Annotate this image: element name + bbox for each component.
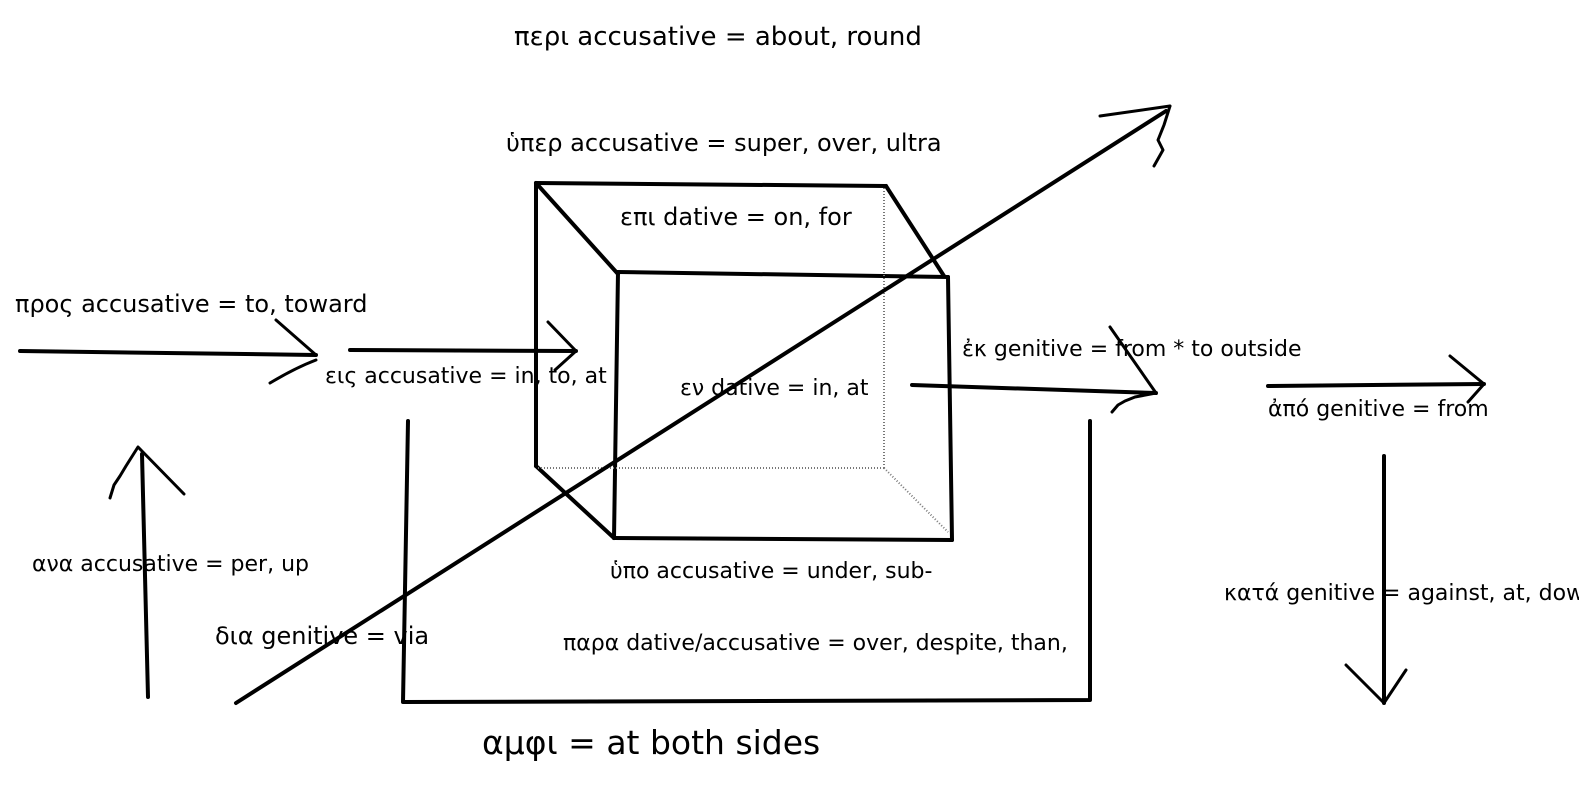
pros-arrow (18, 318, 318, 385)
en-label: εν dative = in, at (680, 376, 869, 401)
pros-arrow-shaft (18, 349, 318, 357)
apo-arrow (1266, 354, 1486, 404)
apo-arrowhead (1448, 354, 1486, 404)
dia-arrowhead-top (1098, 104, 1172, 118)
box-bottom-left-depth-edge (534, 464, 616, 540)
ana-arrow-shaft (140, 452, 150, 699)
ek-arrow-shaft (910, 383, 1158, 395)
pros-arrowhead-bottom (268, 358, 318, 385)
pros-arrowhead-top (274, 318, 318, 357)
dia-arrow (234, 104, 1172, 705)
box-front-top-edge (616, 270, 950, 279)
eis-arrowhead (546, 320, 578, 372)
pros-label: προς accusative = to, toward (15, 290, 368, 318)
box-front-left-edge (612, 270, 620, 540)
hyper-label: ὑπερ accusative = super, over, ultra (506, 129, 942, 157)
amphi-bracket (401, 419, 1092, 704)
amphi-label: αμφι = at both sides (482, 723, 821, 762)
eis-arrow-shaft (348, 348, 578, 353)
kata-arrowhead (1344, 663, 1408, 705)
dia-label: δια genitive = via (215, 622, 430, 650)
ana-arrow (108, 445, 186, 699)
ana-arrowhead (108, 445, 186, 500)
eis-label: εις accusative = in, to, at (325, 364, 607, 389)
apo-arrow-shaft (1266, 382, 1486, 388)
box-front-right-edge (946, 275, 954, 542)
ana-label: ανα accusative = per, up (32, 552, 309, 577)
eis-arrow (348, 320, 578, 372)
para-label: παρα dative/accusative = over, despite, … (563, 631, 1068, 656)
hypo-label: ὑπο accusative = under, sub- (610, 559, 933, 584)
dia-arrow-shaft (234, 109, 1168, 705)
ek-arrow (910, 325, 1158, 414)
ek-label: ἐκ genitive = from * to outside (962, 337, 1302, 362)
kata-label: κατά genitive = against, at, down (1224, 581, 1579, 606)
box-top-right-depth-edge (884, 184, 946, 278)
amphi-bracket-line (401, 419, 1092, 704)
ek-arrowhead-bottom (1110, 391, 1158, 414)
kata-arrow (1344, 454, 1408, 705)
dia-arrowhead-bottom (1152, 104, 1172, 168)
box-front-bottom-edge (612, 536, 954, 542)
box-drawing (534, 181, 954, 542)
box-top-left-depth-edge (534, 181, 620, 276)
ek-arrowhead-top (1108, 325, 1158, 395)
peri-label: περι accusative = about, round (514, 22, 922, 52)
box-back-top-edge (534, 181, 888, 188)
apo-label: ἀπό genitive = from (1268, 397, 1489, 422)
box-hidden-depth-edge (883, 467, 949, 533)
epi-label: επι dative = on, for (620, 203, 852, 231)
